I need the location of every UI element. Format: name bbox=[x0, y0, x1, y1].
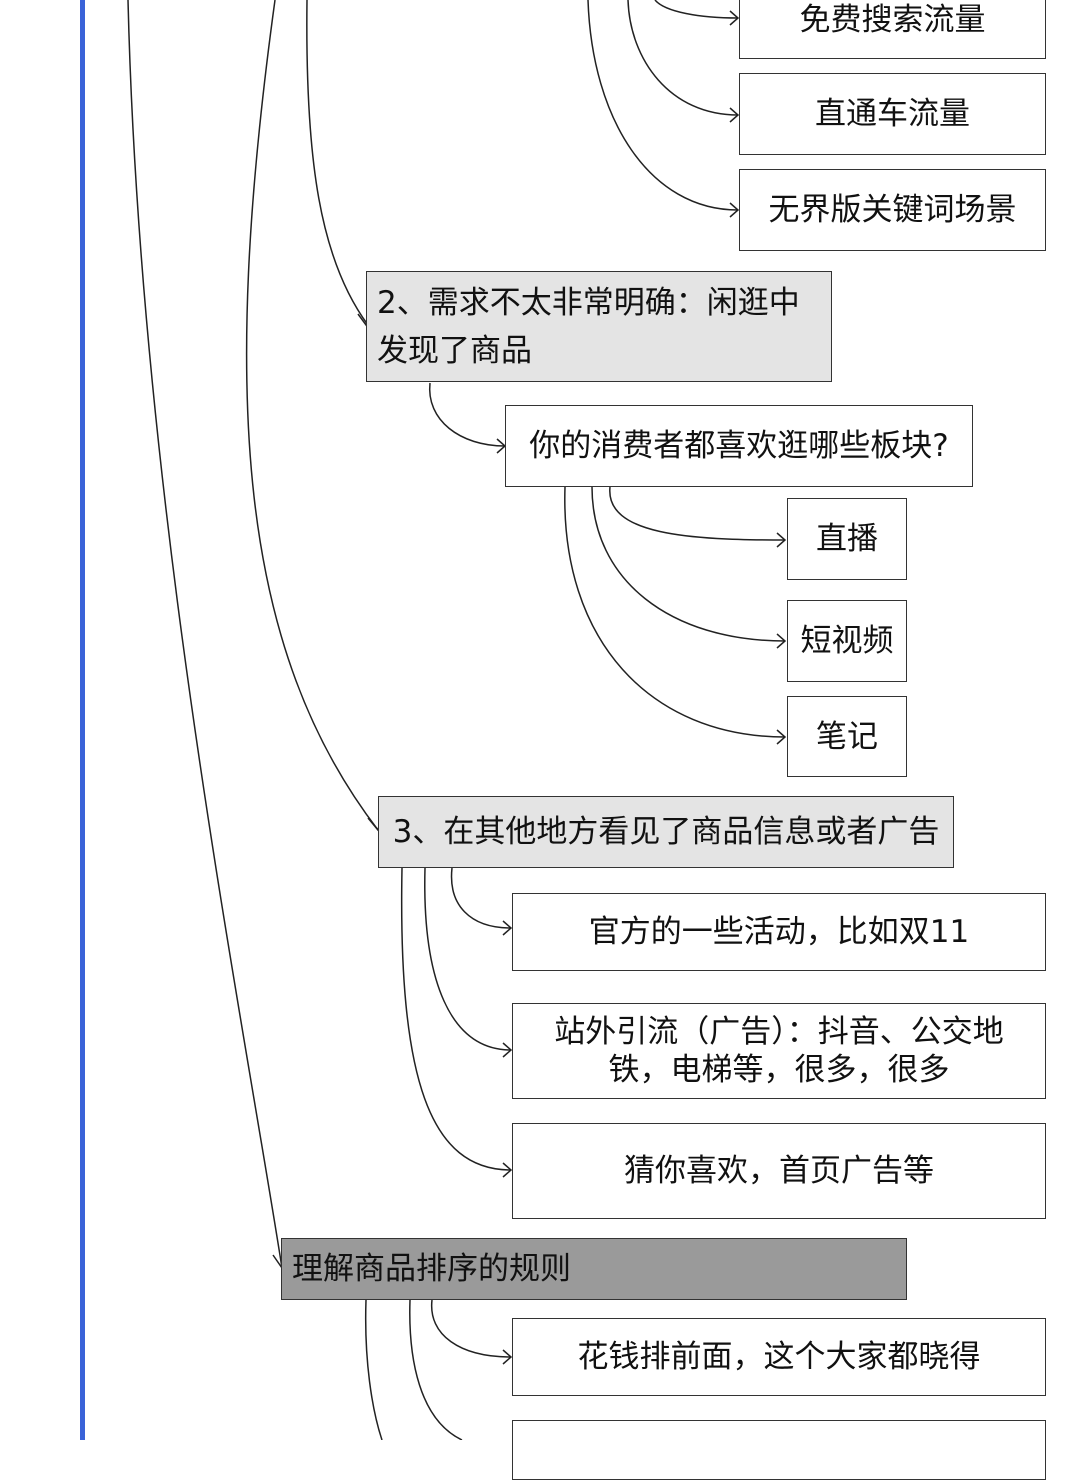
connector-need2-question bbox=[429, 382, 506, 447]
node-label: 直通车流量 bbox=[815, 96, 970, 132]
node-label: 猜你喜欢，首页广告等 bbox=[624, 1153, 934, 1189]
node-label: 无界版关键词场景 bbox=[768, 192, 1017, 228]
connector-next-2 bbox=[409, 1299, 463, 1440]
connector-next-3 bbox=[364, 1299, 383, 1440]
connector-wujie bbox=[587, 0, 739, 211]
connector-guess bbox=[400, 867, 512, 1171]
node-question-sections[interactable]: 你的消费者都喜欢逛哪些板块? bbox=[505, 405, 973, 487]
node-label: 2、需求不太非常明确：闲逛中发现了商品 bbox=[377, 284, 800, 369]
node-label: 免费搜索流量 bbox=[799, 1, 986, 38]
node-official-activities[interactable]: 官方的一些活动，比如双11 bbox=[512, 893, 1046, 971]
node-short-video[interactable]: 短视频 bbox=[787, 600, 907, 682]
node-wujie-keyword-scene[interactable]: 无界版关键词场景 bbox=[739, 169, 1046, 251]
node-free-search-traffic[interactable]: 免费搜索流量 bbox=[739, 0, 1046, 59]
node-label: 直播 bbox=[816, 521, 878, 557]
node-need-unclear-browsing[interactable]: 2、需求不太非常明确：闲逛中发现了商品 bbox=[366, 271, 832, 382]
node-label: 花钱排前面，这个大家都晓得 bbox=[577, 1339, 981, 1375]
connector-offsite bbox=[424, 867, 512, 1051]
node-notes[interactable]: 笔记 bbox=[787, 696, 907, 777]
node-paid-ranking[interactable]: 花钱排前面，这个大家都晓得 bbox=[512, 1318, 1046, 1396]
node-offsite-traffic[interactable]: 站外引流（广告）：抖音、公交地铁，电梯等，很多，很多 bbox=[512, 1003, 1046, 1099]
connector-free-search bbox=[654, 0, 739, 19]
connector-root-need3 bbox=[245, 0, 379, 831]
node-ranking-rules[interactable]: 理解商品排序的规则 bbox=[281, 1238, 907, 1300]
connector-live bbox=[609, 486, 786, 541]
node-label: 3、在其他地方看见了商品信息或者广告 bbox=[392, 814, 940, 850]
node-label: 你的消费者都喜欢逛哪些板块? bbox=[529, 428, 949, 464]
node-seen-elsewhere-ads[interactable]: 3、在其他地方看见了商品信息或者广告 bbox=[378, 796, 954, 868]
connector-paid bbox=[430, 1299, 512, 1358]
connector-root-ranking bbox=[127, 0, 283, 1269]
connector-ztc bbox=[627, 0, 739, 116]
node-guess-you-like[interactable]: 猜你喜欢，首页广告等 bbox=[512, 1123, 1046, 1219]
node-label: 理解商品排序的规则 bbox=[292, 1251, 571, 1287]
node-ztc-traffic[interactable]: 直通车流量 bbox=[739, 73, 1046, 155]
node-next-partial[interactable] bbox=[512, 1420, 1046, 1480]
connector-lines bbox=[127, 0, 787, 1440]
node-label: 站外引流（广告）：抖音、公交地铁，电梯等，很多，很多 bbox=[554, 1014, 1004, 1088]
connector-root-need2 bbox=[306, 0, 369, 326]
node-label: 官方的一些活动，比如双11 bbox=[588, 914, 970, 950]
connector-short-video bbox=[591, 486, 786, 642]
node-label: 笔记 bbox=[816, 718, 878, 755]
connector-official bbox=[450, 867, 512, 929]
mindmap-spine-line bbox=[80, 0, 85, 1440]
node-label: 短视频 bbox=[800, 623, 894, 659]
node-live[interactable]: 直播 bbox=[787, 498, 907, 580]
connector-notes bbox=[564, 486, 786, 738]
